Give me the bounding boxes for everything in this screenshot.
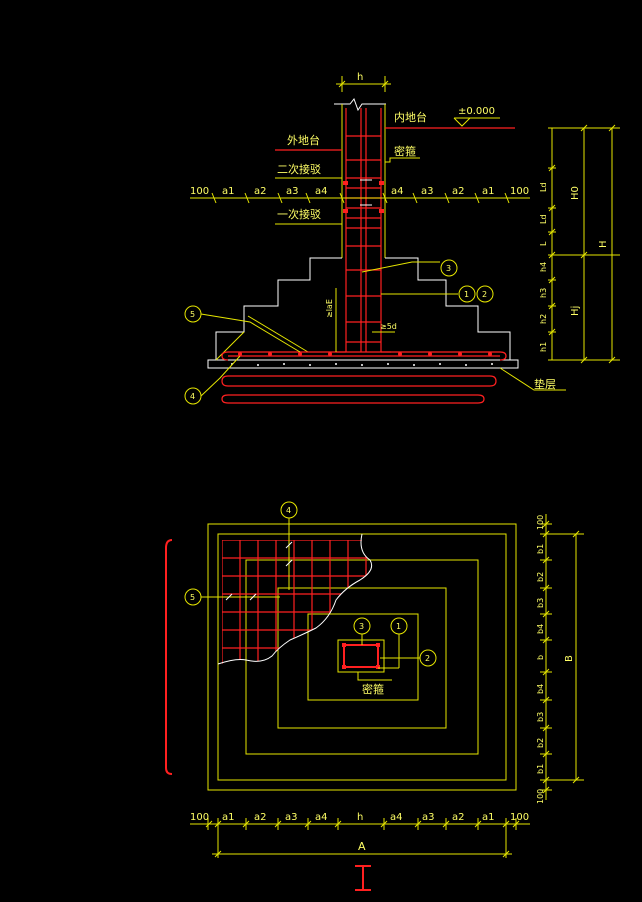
A-label: A bbox=[358, 840, 366, 853]
section-dim-a4-left: a4 bbox=[315, 186, 328, 197]
svg-text:a4: a4 bbox=[315, 812, 328, 823]
section-bottom-rebar bbox=[221, 351, 507, 361]
column-outline bbox=[334, 97, 386, 258]
cushion-layer bbox=[231, 363, 493, 366]
stepped-footing-outline bbox=[207, 257, 519, 369]
marker-3-section: 3 bbox=[361, 259, 458, 277]
svg-text:a2: a2 bbox=[452, 812, 465, 823]
marker-3-plan: 3 bbox=[353, 617, 371, 645]
section-right-dimensions: Ld Ld L h4 h3 h2 h1 H0 H Hj bbox=[539, 124, 620, 364]
hook-dimension: ≥5d bbox=[372, 322, 397, 333]
section-dim-100-right: 100 bbox=[510, 186, 529, 197]
svg-text:b3: b3 bbox=[536, 598, 545, 608]
svg-text:5: 5 bbox=[190, 310, 195, 319]
marker-4-plan: 4 bbox=[280, 501, 298, 590]
svg-text:4: 4 bbox=[190, 392, 195, 401]
svg-text:h4: h4 bbox=[539, 262, 548, 272]
plan-column-rebar bbox=[342, 643, 380, 669]
svg-text:a4: a4 bbox=[390, 812, 403, 823]
column-width-label: h bbox=[357, 72, 363, 83]
H-label: H bbox=[598, 240, 609, 248]
plan-stirrup-leader: 密箍 bbox=[357, 672, 392, 696]
section-cut-arc bbox=[165, 539, 173, 775]
elevation-marker bbox=[453, 117, 500, 127]
plan-break-line bbox=[217, 533, 373, 665]
svg-text:1: 1 bbox=[464, 290, 469, 299]
svg-text:4: 4 bbox=[286, 506, 291, 515]
second-splice-label: 二次接驳 bbox=[277, 162, 321, 176]
section-dim-100-left: 100 bbox=[190, 186, 209, 197]
svg-text:100: 100 bbox=[536, 789, 545, 804]
svg-text:h3: h3 bbox=[539, 288, 548, 298]
svg-text:Ld: Ld bbox=[539, 214, 548, 224]
elevation-label: ±0.000 bbox=[458, 106, 495, 117]
marker-2-plan: 2 bbox=[380, 649, 437, 667]
section-dim-a1-left: a1 bbox=[222, 186, 235, 197]
svg-text:h: h bbox=[357, 812, 363, 823]
rebar-detail-bars bbox=[221, 375, 497, 404]
Hj-label: Hj bbox=[570, 306, 581, 316]
plan-view: 4 5 3 1 2 密箍 bbox=[165, 501, 584, 891]
section-dim-a4-right: a4 bbox=[391, 186, 404, 197]
column-width-dimension: h bbox=[336, 72, 391, 92]
svg-text:100: 100 bbox=[536, 515, 545, 530]
svg-text:b4: b4 bbox=[536, 684, 545, 694]
section-dim-a3-right: a3 bbox=[421, 186, 434, 197]
section-dim-a3-left: a3 bbox=[286, 186, 299, 197]
svg-text:3: 3 bbox=[359, 622, 364, 631]
marker-4-section: 4 bbox=[184, 355, 241, 405]
cushion-leader: 垫层 bbox=[499, 367, 566, 391]
svg-text:a3: a3 bbox=[285, 812, 298, 823]
outer-ground-label: 外地台 bbox=[287, 133, 320, 147]
svg-text:2: 2 bbox=[425, 654, 430, 663]
svg-text:b: b bbox=[536, 655, 545, 660]
svg-text:a1: a1 bbox=[482, 812, 495, 823]
svg-text:100: 100 bbox=[510, 812, 529, 823]
first-splice-label: 一次接驳 bbox=[277, 207, 321, 221]
svg-text:Ld: Ld bbox=[539, 182, 548, 192]
svg-text:2: 2 bbox=[482, 290, 487, 299]
svg-text:b1: b1 bbox=[536, 764, 545, 774]
svg-text:h2: h2 bbox=[539, 314, 548, 324]
svg-text:b3: b3 bbox=[536, 712, 545, 722]
svg-text:b2: b2 bbox=[536, 738, 545, 748]
section-top-dimension-row: 100 a1 a2 a3 a4 a4 a3 a2 a1 100 bbox=[190, 186, 530, 204]
marker-5-section: 5 bbox=[184, 305, 301, 353]
section-dim-a2-right: a2 bbox=[452, 186, 465, 197]
plan-bottom-dimensions: 100 a1 a2 a3 a4 h a4 a3 a2 a1 100 A bbox=[190, 812, 530, 858]
marker-1-plan: 1 bbox=[378, 617, 408, 669]
svg-text:5: 5 bbox=[190, 593, 195, 602]
plan-stirrup-label: 密箍 bbox=[362, 682, 384, 696]
anchor-dimension: ≥laE bbox=[325, 288, 337, 352]
H0-label: H0 bbox=[570, 186, 581, 200]
stirrup-dense-label: 密箍 bbox=[394, 144, 416, 158]
marker-5-plan: 5 bbox=[184, 588, 280, 606]
svg-text:b1: b1 bbox=[536, 544, 545, 554]
svg-text:b4: b4 bbox=[536, 624, 545, 634]
hook-label: ≥5d bbox=[380, 322, 397, 331]
section-view: h bbox=[184, 72, 620, 405]
svg-text:100: 100 bbox=[190, 812, 209, 823]
B-label: B bbox=[564, 655, 575, 662]
column-rebar bbox=[343, 108, 384, 352]
svg-text:a3: a3 bbox=[422, 812, 435, 823]
svg-text:a1: a1 bbox=[222, 812, 235, 823]
section-dim-a1-right: a1 bbox=[482, 186, 495, 197]
svg-text:h1: h1 bbox=[539, 342, 548, 352]
inner-ground-label: 内地台 bbox=[394, 110, 427, 124]
svg-text:3: 3 bbox=[446, 264, 451, 273]
plan-right-dimensions: 100 b1 b2 b3 b4 b b4 b3 b2 b1 100 B bbox=[536, 514, 584, 804]
marker-1-2-section: 1 2 bbox=[381, 285, 494, 303]
svg-text:1: 1 bbox=[396, 622, 401, 631]
cushion-label: 垫层 bbox=[534, 377, 556, 391]
svg-text:a2: a2 bbox=[254, 812, 267, 823]
plan-steps bbox=[207, 523, 517, 791]
section-mark bbox=[355, 865, 371, 891]
anchor-label: ≥laE bbox=[325, 299, 334, 318]
section-dim-a2-left: a2 bbox=[254, 186, 267, 197]
svg-text:L: L bbox=[539, 241, 548, 246]
svg-text:b2: b2 bbox=[536, 572, 545, 582]
stirrup-leader bbox=[385, 157, 420, 163]
